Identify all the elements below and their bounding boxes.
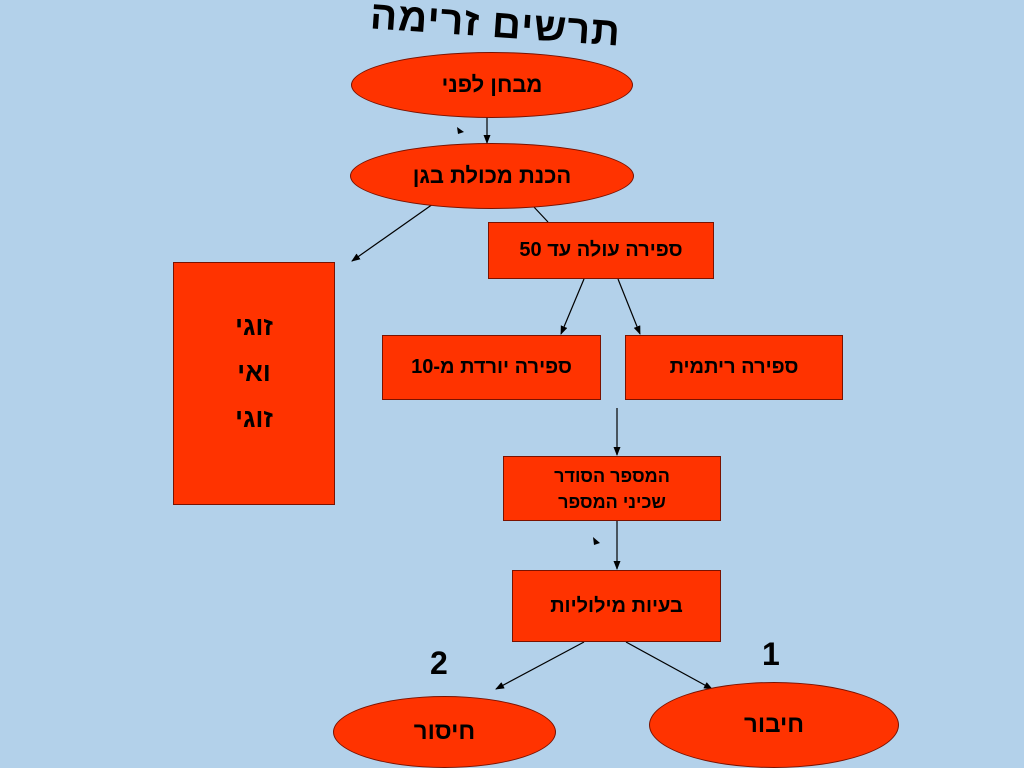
line-gan-to-count50 <box>532 205 549 223</box>
even-odd-line-2: ואי <box>237 356 271 387</box>
label-one: 1 <box>762 636 780 672</box>
node-even-odd: זוגי ואי זוגי <box>173 262 335 505</box>
node-ordinal-neighbors: המספר הסודר שכיני המספר <box>503 456 721 521</box>
node-kindergarten-prep: הכנת מכולת בגן <box>350 143 634 209</box>
node-word-problems: בעיות מילוליות <box>512 570 721 642</box>
node-pretest: מבחן לפני <box>351 52 633 118</box>
arrow-word-to-plus <box>625 641 713 690</box>
ordinal-line-1: המספר הסודר <box>554 465 670 486</box>
arrow-word-to-minus <box>495 641 585 690</box>
arrow-count50-to-rhythm <box>617 278 641 335</box>
label-two: 2 <box>430 645 448 681</box>
node-count-down-10: ספירה יורדת מ-10 <box>382 335 601 400</box>
node-count-up-50: ספירה עולה עד 50 <box>488 222 714 279</box>
arrow-gan-to-evenodd <box>351 203 434 262</box>
arrow-count50-to-down10 <box>560 278 585 335</box>
node-rhythmic-count: ספירה ריתמית <box>625 335 843 400</box>
node-subtraction: חיסור <box>333 696 556 768</box>
stray-arrowhead-top <box>457 127 464 134</box>
even-odd-line-1: זוגי <box>235 310 273 341</box>
ordinal-line-2: שכיני המספר <box>558 491 666 512</box>
node-addition: חיבור <box>649 682 899 768</box>
stray-arrowhead-mid <box>593 537 600 545</box>
even-odd-line-3: זוגי <box>235 402 273 433</box>
